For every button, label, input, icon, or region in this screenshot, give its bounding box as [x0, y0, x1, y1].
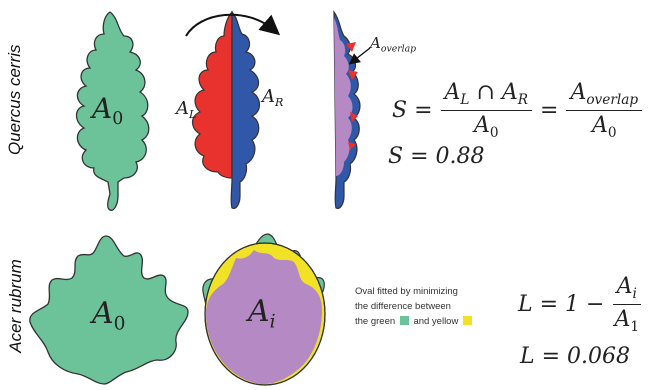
label-a0-top: A0 [92, 92, 123, 129]
formula-s-frac1: AL ∩ AR A0 [441, 80, 533, 141]
formula-s-lhs: S = [392, 98, 433, 123]
formula-s-den2: A0 [588, 111, 621, 141]
formula-l-lhs: L = 1 − [518, 292, 604, 317]
oval-note: Oval fitted by minimizing the difference… [355, 284, 515, 329]
label-al: AL [176, 98, 196, 121]
green-swatch-icon [400, 316, 409, 325]
formula-l-frac: Ai A1 [610, 274, 643, 335]
oval-note-line3: the green and yellow [355, 314, 515, 329]
formula-s-den1: A0 [470, 111, 503, 141]
oak-leaf-left-half [193, 12, 233, 178]
overlap-pointer [352, 48, 370, 62]
formula-s-num1: AL ∩ AR [441, 80, 533, 111]
label-ai: Ai [248, 294, 276, 333]
oval-note-line1: Oval fitted by minimizing [355, 284, 515, 299]
oak-leaf-right-half [231, 12, 259, 208]
label-ar: AR [262, 86, 283, 109]
label-aoverlap: Aoverlap [370, 34, 416, 54]
result-l: L = 0.068 [520, 344, 630, 369]
oval-note-line2: the difference between [355, 299, 515, 314]
formula-s-eq: = [540, 98, 558, 123]
label-a0-bottom: A0 [92, 296, 126, 335]
yellow-swatch-icon [463, 316, 472, 325]
formula-l: L = 1 − Ai A1 [518, 274, 643, 335]
formula-s: S = AL ∩ AR A0 = Aoverlap A0 [392, 80, 642, 141]
formula-s-frac2: Aoverlap A0 [566, 80, 642, 141]
formula-l-num: Ai [613, 274, 641, 305]
result-s: S = 0.88 [388, 144, 484, 169]
formula-l-den: A1 [610, 305, 643, 335]
formula-s-num2: Aoverlap [566, 80, 642, 111]
